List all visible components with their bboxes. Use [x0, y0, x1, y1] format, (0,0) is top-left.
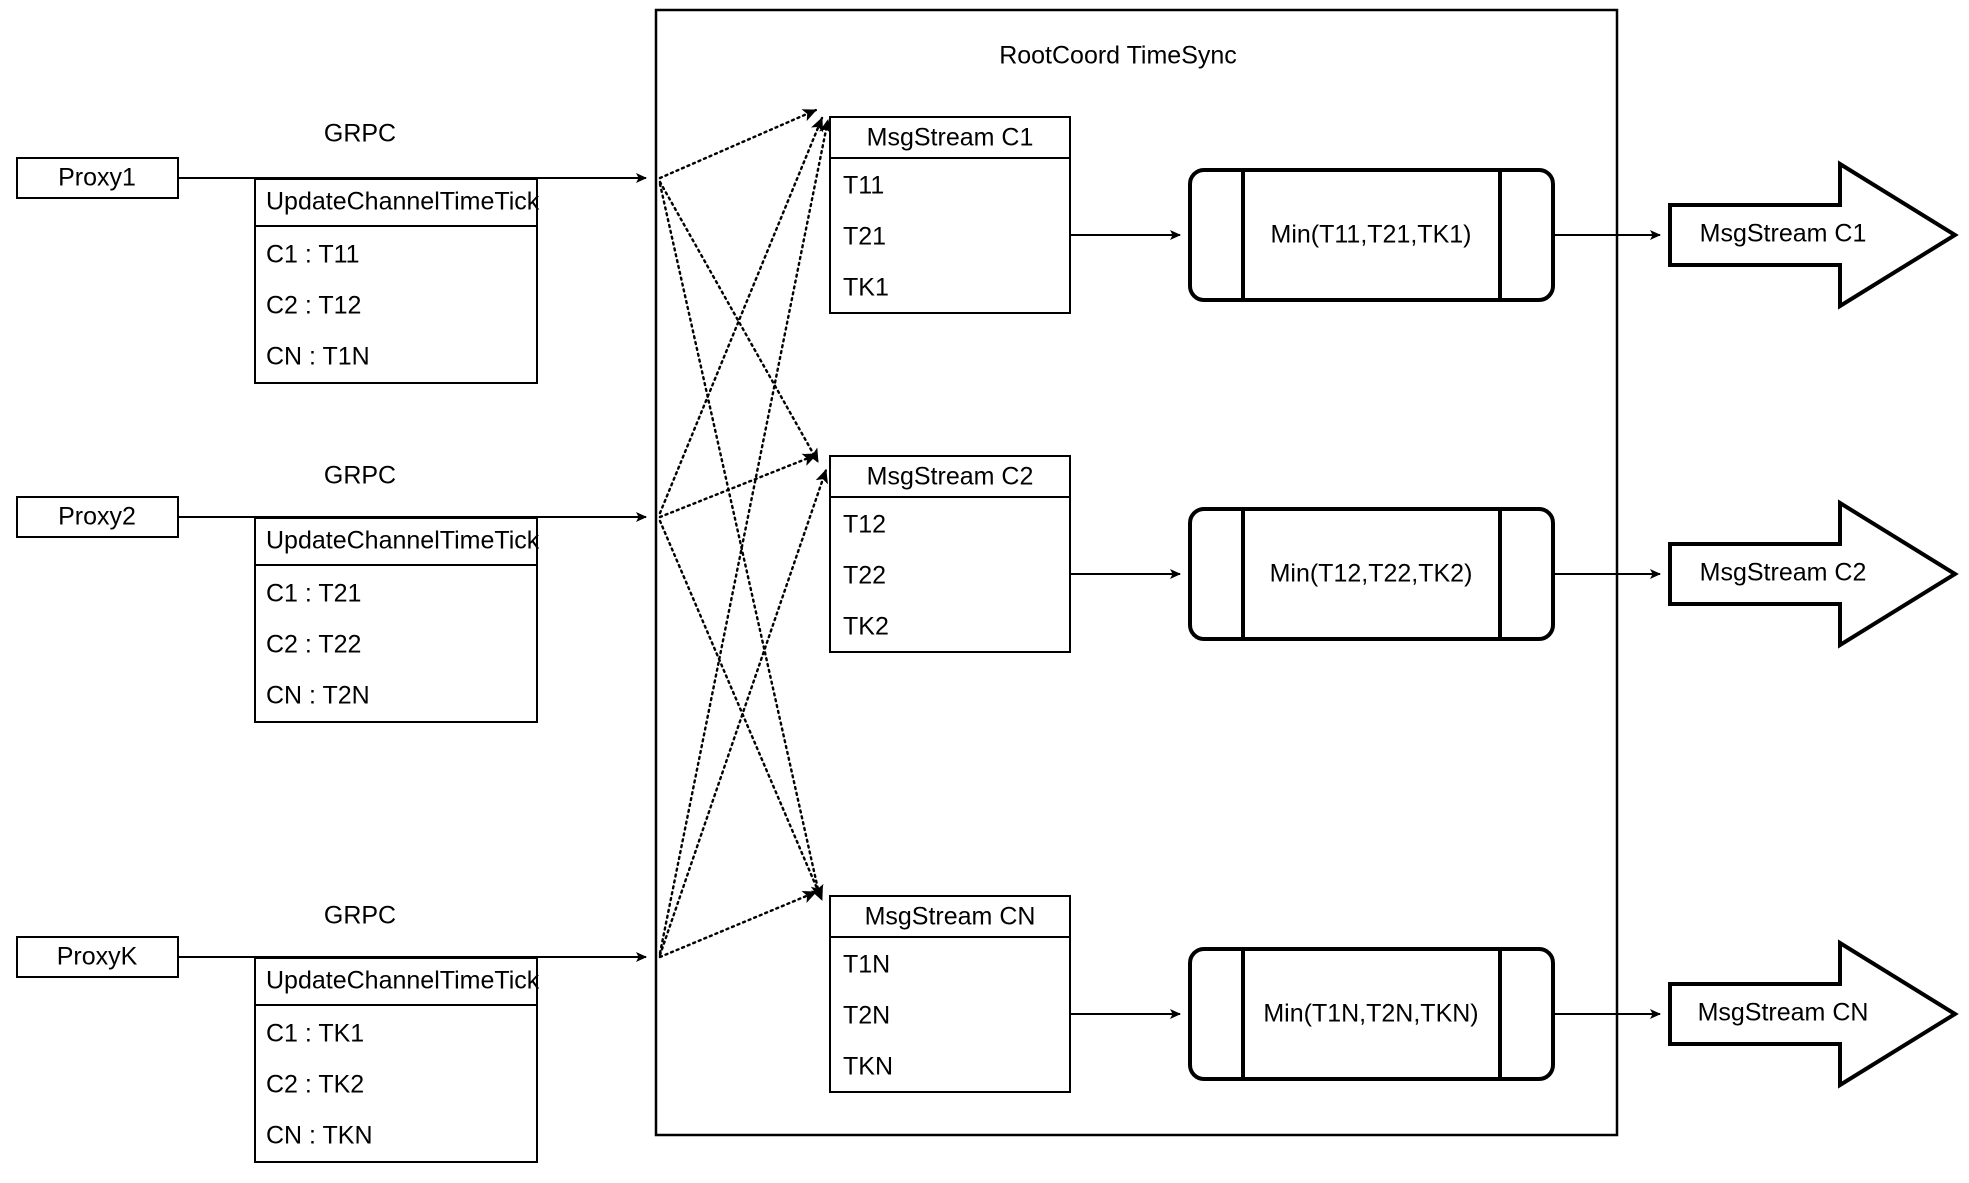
grpc-label-3: GRPC — [324, 902, 396, 930]
output-block-arrow-2: MsgStream C2 — [1668, 499, 1959, 649]
fanout-edge-pk-cn — [658, 890, 818, 959]
proxy-group-3: ProxyK GRPC UpdateChannelTimeTick C1 : T… — [16, 902, 647, 1163]
timetick-table-1: UpdateChannelTimeTick C1 : T11 C2 : T12 … — [254, 178, 540, 384]
proxy-group-2: Proxy2 GRPC UpdateChannelTimeTick C1 : T… — [16, 462, 647, 723]
output-block-arrow-label-2: MsgStream C2 — [1700, 559, 1867, 587]
channel-group-3: MsgStream CN T1N T2N TKN Min(T1N,T2N,TKN… — [829, 895, 1959, 1093]
proxy-group-1: Proxy1 GRPC UpdateChannelTimeTick C1 : T… — [16, 120, 647, 384]
msgstream-table-1: MsgStream C1 T11 T21 TK1 — [829, 116, 1071, 314]
timetick-header-3: UpdateChannelTimeTick — [266, 967, 540, 995]
grpc-label-2: GRPC — [324, 462, 396, 490]
msgstream-header-2: MsgStream C2 — [867, 463, 1034, 491]
msgstream-table-rect-1 — [829, 116, 1071, 314]
fanout-edge-p1-c1 — [658, 108, 818, 180]
fanout-edge-p2-c1 — [658, 116, 824, 515]
timetick-row-1-2: CN : T1N — [266, 343, 370, 371]
timetick-header-1: UpdateChannelTimeTick — [266, 188, 540, 216]
min-process-box-1: Min(T11,T21,TK1) — [1188, 168, 1555, 302]
fanout-edge-p2-c2 — [658, 453, 818, 519]
proxy-label-2: Proxy2 — [58, 503, 136, 531]
msgstream-tick-1-2: TK1 — [843, 274, 889, 302]
timetick-row-2-0: C1 : T21 — [266, 580, 361, 608]
msgstream-table-3: MsgStream CN T1N T2N TKN — [829, 895, 1071, 1093]
fanout-edge-p1-cn — [658, 182, 824, 900]
timetick-header-2: UpdateChannelTimeTick — [266, 527, 540, 555]
min-process-label-2: Min(T12,T22,TK2) — [1270, 560, 1473, 588]
proxy-label-1: Proxy1 — [58, 164, 136, 192]
timetick-row-3-0: C1 : TK1 — [266, 1020, 364, 1048]
proxy-box-2[interactable]: Proxy2 — [16, 496, 179, 538]
timetick-row-1-0: C1 : T11 — [266, 241, 360, 269]
timetick-table-rect-2 — [254, 517, 538, 723]
fanout-edge-p2-cn — [658, 519, 824, 902]
output-block-arrow-shape-3 — [1668, 939, 1959, 1089]
channel-group-1: MsgStream C1 T11 T21 TK1 Min(T11,T21,TK1… — [829, 116, 1959, 314]
proxy-box-1[interactable]: Proxy1 — [16, 157, 179, 199]
timetick-row-2-2: CN : T2N — [266, 682, 370, 710]
msgstream-tick-1-0: T11 — [843, 172, 884, 200]
output-block-arrow-label-1: MsgStream C1 — [1700, 220, 1867, 248]
fanout-edge-p1-c2 — [658, 180, 820, 464]
msgstream-table-2: MsgStream C2 T12 T22 TK2 — [829, 455, 1071, 653]
msgstream-header-3: MsgStream CN — [865, 903, 1036, 931]
timetick-row-3-1: C2 : TK2 — [266, 1071, 364, 1099]
grpc-label-1: GRPC — [324, 120, 396, 148]
output-block-arrow-shape-1 — [1668, 160, 1959, 310]
min-process-box-3: Min(T1N,T2N,TKN) — [1188, 947, 1555, 1081]
fanout-edge-pk-c1 — [658, 118, 832, 955]
timetick-table-3: UpdateChannelTimeTick C1 : TK1 C2 : TK2 … — [254, 957, 540, 1163]
channel-group-2: MsgStream C2 T12 T22 TK2 Min(T12,T22,TK2… — [829, 455, 1959, 653]
timetick-row-3-2: CN : TKN — [266, 1122, 373, 1150]
min-process-label-3: Min(T1N,T2N,TKN) — [1263, 1000, 1478, 1028]
msgstream-tick-3-0: T1N — [843, 951, 890, 979]
timetick-table-rect-3 — [254, 957, 538, 1163]
timetick-row-1-1: C2 : T12 — [266, 292, 361, 320]
output-block-arrow-3: MsgStream CN — [1668, 939, 1959, 1089]
msgstream-table-rect-3 — [829, 895, 1071, 1093]
output-block-arrow-1: MsgStream C1 — [1668, 160, 1959, 310]
msgstream-tick-2-1: T22 — [843, 562, 886, 590]
rootcoord-container-outline — [654, 8, 1619, 1137]
timetick-table-rect-1 — [254, 178, 538, 384]
fanout-dotted-connectors — [658, 108, 832, 959]
msgstream-table-rect-2 — [829, 455, 1071, 653]
min-process-label-1: Min(T11,T21,TK1) — [1271, 221, 1472, 249]
proxy-box-rect-3 — [16, 936, 179, 978]
proxy-box-rect-1 — [16, 157, 179, 199]
output-block-arrow-label-3: MsgStream CN — [1698, 999, 1869, 1027]
msgstream-tick-3-2: TKN — [843, 1053, 893, 1081]
proxy-label-3: ProxyK — [57, 943, 138, 971]
msgstream-tick-2-0: T12 — [843, 511, 886, 539]
timetick-table-2: UpdateChannelTimeTick C1 : T21 C2 : T22 … — [254, 517, 540, 723]
msgstream-tick-1-1: T21 — [843, 223, 886, 251]
msgstream-tick-2-2: TK2 — [843, 613, 889, 641]
rootcoord-container-title: RootCoord TimeSync — [999, 42, 1237, 70]
msgstream-tick-3-1: T2N — [843, 1002, 890, 1030]
rootcoord-timesync-container: RootCoord TimeSync — [654, 8, 1619, 1137]
fanout-edge-pk-c2 — [658, 468, 828, 957]
output-block-arrow-shape-2 — [1668, 499, 1959, 649]
timetick-row-2-1: C2 : T22 — [266, 631, 361, 659]
proxy-box-rect-2 — [16, 496, 179, 538]
proxy-box-3[interactable]: ProxyK — [16, 936, 179, 978]
min-process-box-2: Min(T12,T22,TK2) — [1188, 507, 1555, 641]
msgstream-header-1: MsgStream C1 — [867, 124, 1034, 152]
